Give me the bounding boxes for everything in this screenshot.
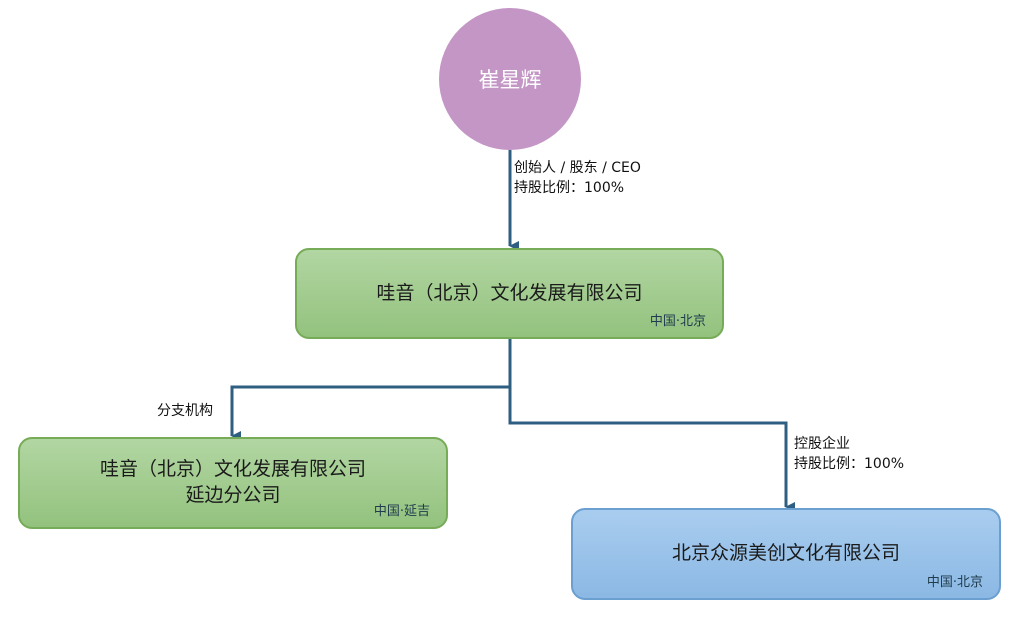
parent-to-subsidiary-connector	[508, 387, 795, 512]
founder-share-text: 持股比例：100%	[514, 180, 625, 197]
subsidiary-company-node[interactable]: 北京众源美创文化有限公司 中国·北京	[571, 508, 1001, 600]
parent-company-node[interactable]: 哇音（北京）文化发展有限公司 中国·北京	[295, 248, 724, 339]
branch-company-node[interactable]: 哇音（北京）文化发展有限公司 延边分公司 中国·延吉	[18, 437, 448, 529]
founder-name: 崔星辉	[478, 68, 542, 92]
parent-to-branch-connector	[230, 339, 512, 441]
parent-company-name: 哇音（北京）文化发展有限公司	[376, 281, 643, 304]
branch-company-location: 中国·延吉	[373, 504, 430, 520]
subsidiary-relation-text: 控股企业	[794, 436, 850, 452]
subsidiary-company-name: 北京众源美创文化有限公司	[671, 542, 900, 565]
parent-company-location: 中国·北京	[649, 314, 706, 330]
branch-company-name-line1: 哇音（北京）文化发展有限公司	[99, 458, 366, 481]
branch-relation-text: 分支机构	[157, 403, 213, 419]
founder-node[interactable]: 崔星辉	[439, 8, 581, 150]
founder-edge-label: 创始人 / 股东 / CEO 持股比例：100%	[514, 158, 641, 199]
subsidiary-company-location: 中国·北京	[926, 575, 983, 591]
branch-edge-label: 分支机构	[157, 401, 213, 421]
subsidiary-edge-label: 控股企业 持股比例：100%	[794, 434, 904, 475]
founder-role-text: 创始人 / 股东 / CEO	[514, 160, 641, 176]
subsidiary-share-text: 持股比例：100%	[794, 456, 905, 473]
branch-company-name-line2: 延边分公司	[185, 484, 281, 506]
